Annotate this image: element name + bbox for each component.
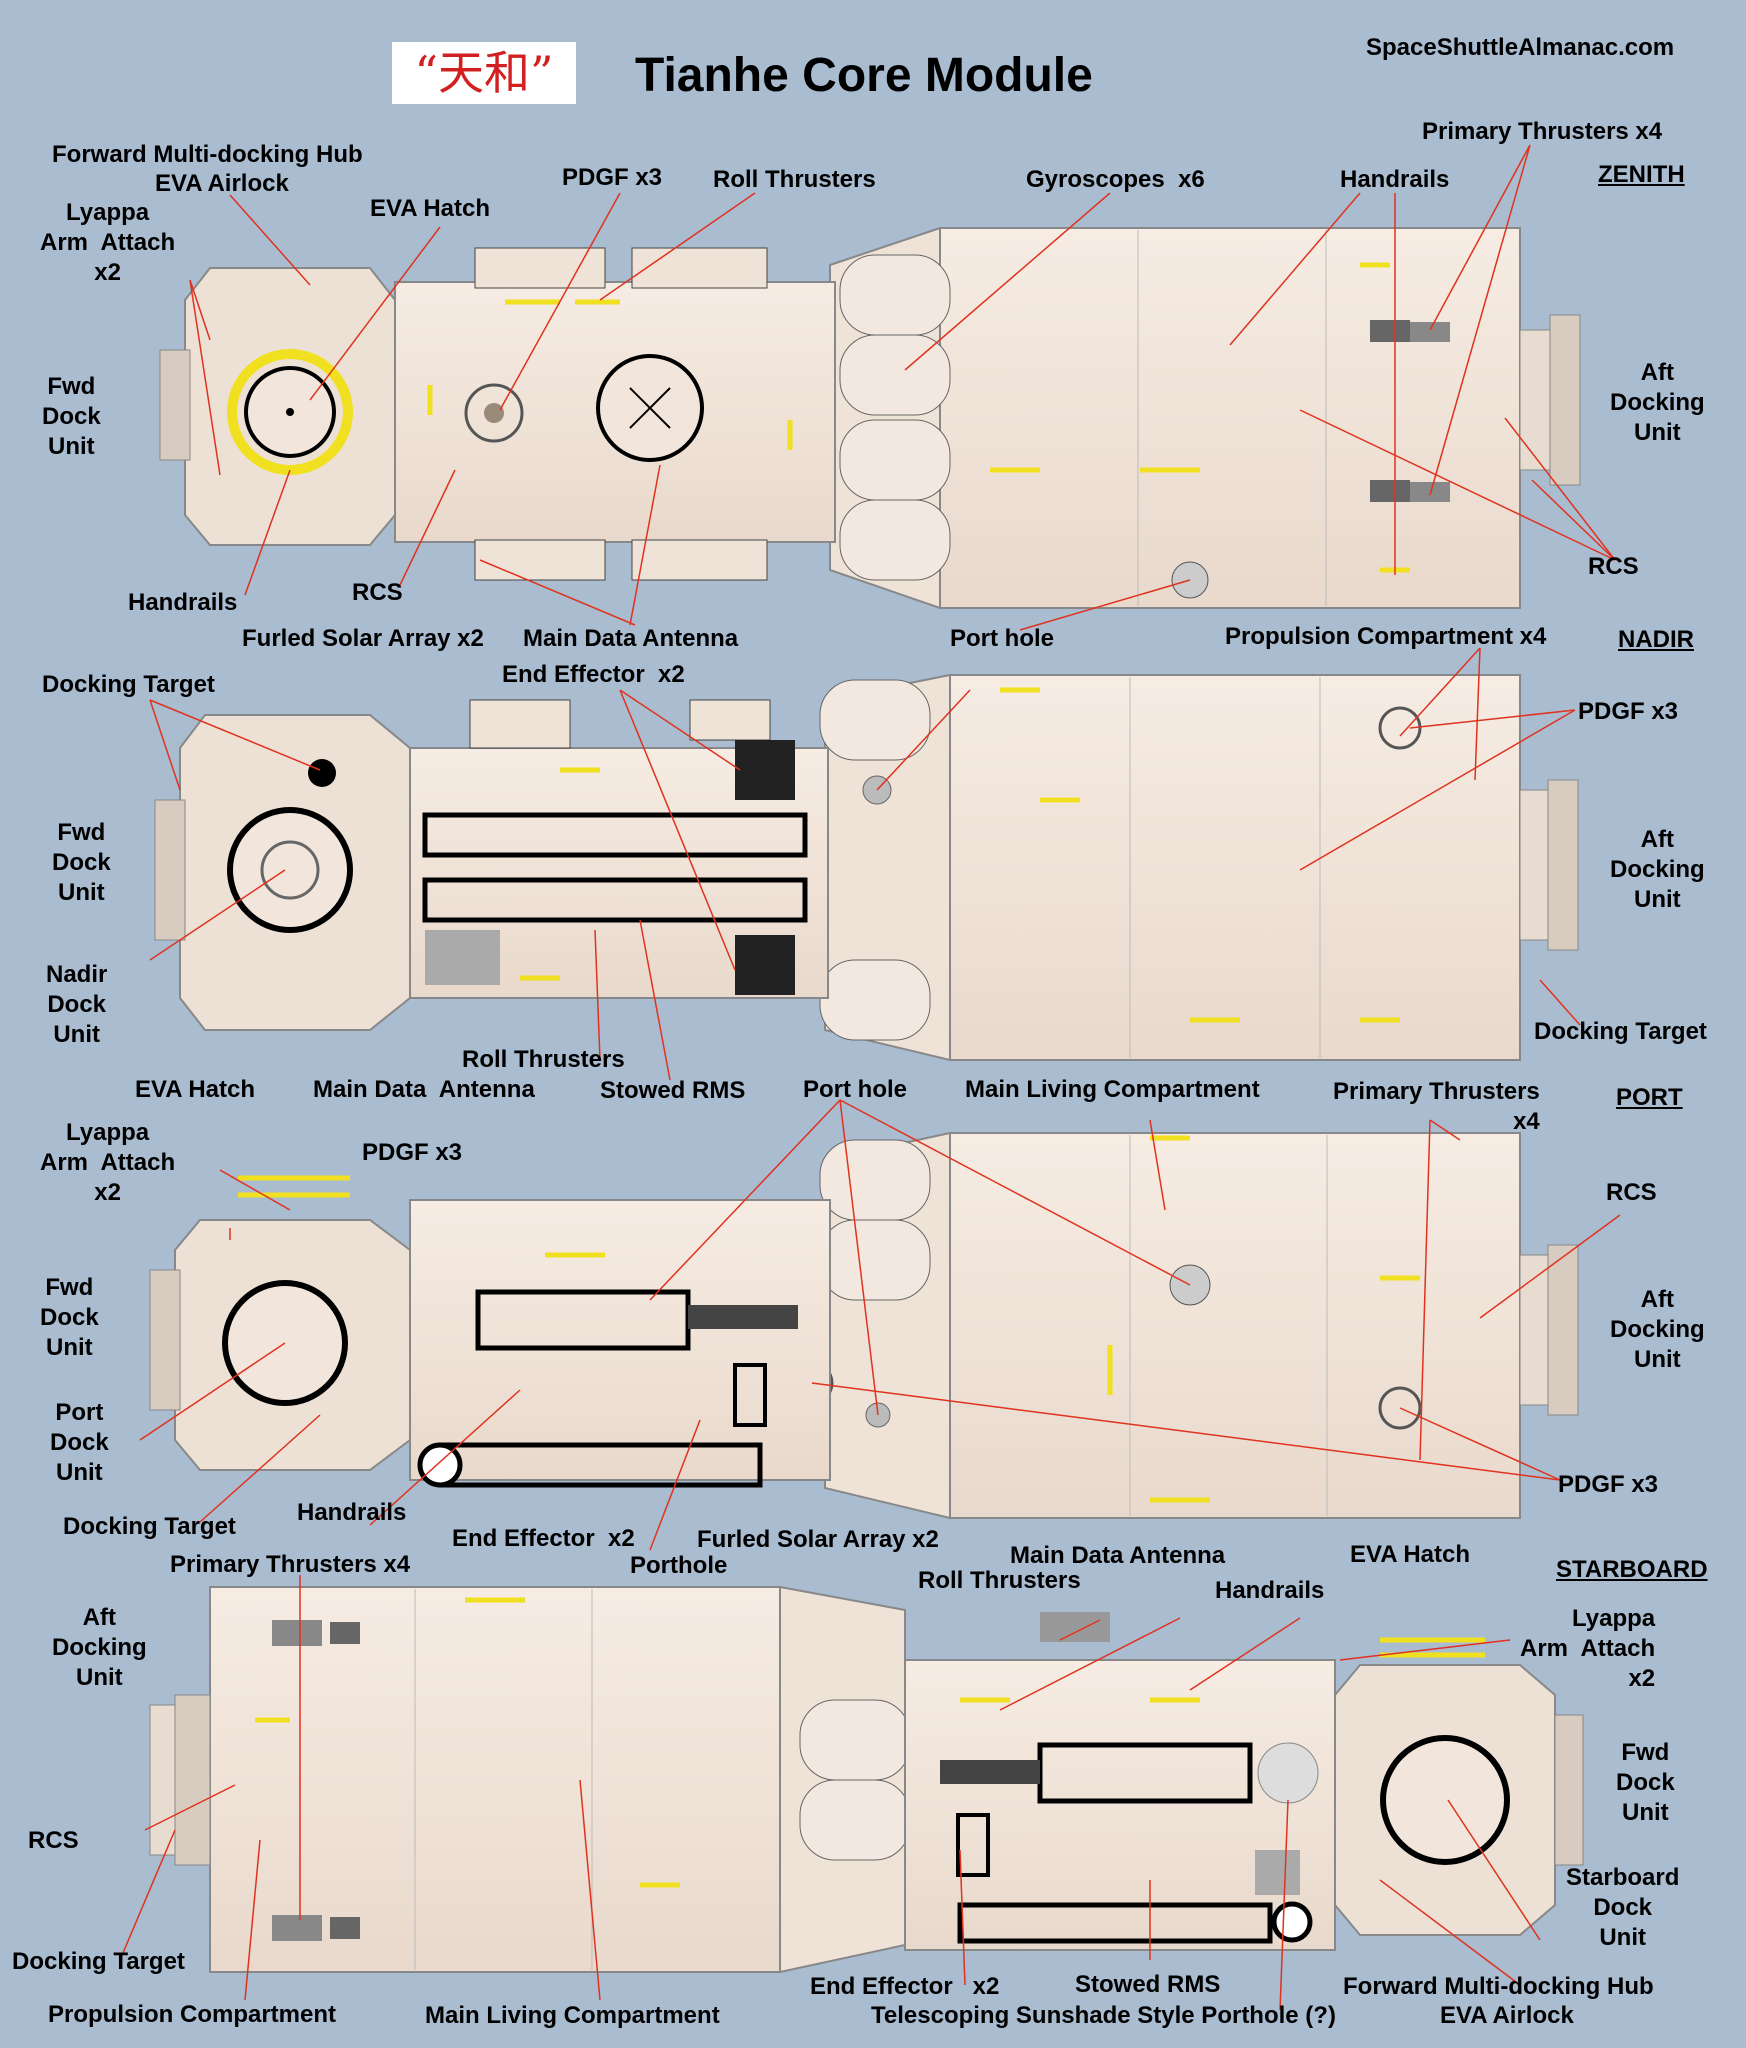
label-starboard-propulsion: Propulsion Compartment — [48, 2001, 337, 2028]
leader-lines — [119, 144, 1621, 2011]
label-nadir-main-data-antenna: Main Data Antenna — [313, 1076, 535, 1103]
label-nadir-docking-target-right: Docking Target — [1534, 1018, 1707, 1045]
label-zenith-gyroscopes: Gyroscopes x6 — [1026, 166, 1205, 193]
label-zenith-rcs-left: RCS — [352, 579, 403, 606]
label-port-lyappa: Lyappa Arm Attach x2 — [40, 1119, 176, 1206]
label-starboard-fwd-dock: Fwd Dock Unit — [1616, 1739, 1675, 1826]
label-zenith-port-hole: Port hole — [950, 625, 1055, 652]
label-port-fwd-dock: Fwd Dock Unit — [40, 1274, 99, 1361]
label-zenith-eva-hatch: EVA Hatch — [370, 195, 491, 222]
label-zenith-rcs-right: RCS — [1588, 553, 1639, 580]
label-nadir-roll-thrusters: Roll Thrusters — [462, 1046, 625, 1073]
label-zenith-aft-dock: Aft Docking Unit — [1610, 359, 1705, 446]
label-port-pdgf-top: PDGF x3 — [362, 1139, 463, 1166]
label-nadir-end-effector: End Effector x2 — [502, 661, 685, 688]
starboard-view — [149, 1585, 1584, 1974]
chinese-title: “天和” — [392, 42, 576, 104]
label-port-rcs: RCS — [1606, 1179, 1657, 1206]
label-starboard-starboard-dock: Starboard Dock Unit — [1566, 1864, 1680, 1951]
label-zenith-furled-solar: Furled Solar Array x2 — [242, 625, 484, 652]
nadir-view — [154, 673, 1579, 1062]
port-view — [149, 1131, 1579, 1520]
view-heading-nadir: NADIR — [1618, 626, 1694, 653]
view-heading-zenith: ZENITH — [1598, 161, 1685, 188]
diagram-title: Tianhe Core Module — [635, 49, 1093, 102]
label-starboard-rcs: RCS — [28, 1827, 79, 1854]
label-zenith-handrails-right: Handrails — [1340, 166, 1450, 193]
label-starboard-main-data-antenna: Main Data Antenna — [1010, 1542, 1226, 1569]
label-port-furled-solar: Furled Solar Array x2 — [697, 1526, 939, 1553]
label-zenith-fwd-dock: Fwd Dock Unit — [42, 373, 101, 460]
label-port-handrails: Handrails — [297, 1499, 407, 1526]
label-starboard-handrails: Handrails — [1215, 1577, 1325, 1604]
label-nadir-pdgf: PDGF x3 — [1578, 698, 1679, 725]
view-heading-starboard: STARBOARD — [1556, 1556, 1708, 1583]
label-starboard-main-living: Main Living Compartment — [425, 2002, 720, 2029]
label-nadir-aft-dock: Aft Docking Unit — [1610, 826, 1705, 913]
label-port-pdgf-right: PDGF x3 — [1558, 1471, 1659, 1498]
label-zenith-propulsion: Propulsion Compartment x4 — [1225, 623, 1547, 650]
label-nadir-docking-target-left: Docking Target — [42, 671, 215, 698]
label-nadir-eva-hatch: EVA Hatch — [135, 1076, 256, 1103]
label-starboard-docking-target: Docking Target — [12, 1948, 185, 1975]
label-starboard-forward-hub: Forward Multi-docking Hub — [1343, 1973, 1654, 2000]
label-starboard-eva-airlock: EVA Airlock — [1440, 2002, 1574, 2029]
label-nadir-fwd-dock: Fwd Dock Unit — [52, 819, 111, 906]
label-starboard-stowed-rms: Stowed RMS — [1075, 1971, 1221, 1998]
label-port-docking-target: Docking Target — [63, 1513, 236, 1540]
label-port-end-effector: End Effector x2 — [452, 1525, 635, 1552]
label-port-port-dock: Port Dock Unit — [50, 1399, 109, 1486]
label-zenith-handrails-left: Handrails — [128, 589, 238, 616]
label-starboard-sunshade: Telescoping Sunshade Style Porthole (?) — [871, 2002, 1336, 2029]
label-port-aft-dock: Aft Docking Unit — [1610, 1286, 1705, 1373]
label-zenith-primary-thrusters: Primary Thrusters x4 — [1422, 118, 1663, 145]
label-port-port-hole: Port hole — [803, 1076, 908, 1103]
label-zenith-main-data-antenna: Main Data Antenna — [523, 625, 739, 652]
label-starboard-primary-thrusters: Primary Thrusters x4 — [170, 1551, 411, 1578]
site-credit: SpaceShuttleAlmanac.com — [1366, 34, 1675, 61]
label-zenith-eva-airlock: EVA Airlock — [155, 170, 289, 197]
label-zenith-roll-thrusters: Roll Thrusters — [713, 166, 876, 193]
label-zenith-pdgf: PDGF x3 — [562, 164, 663, 191]
aft-large-section — [939, 227, 1521, 609]
label-starboard-lyappa: Lyappa Arm Attach x2 — [1520, 1605, 1656, 1692]
label-port-primary-thrusters: Primary Thrusters x4 — [1333, 1078, 1540, 1135]
label-port-porthole: Porthole — [630, 1552, 728, 1579]
label-zenith-lyappa: Lyappa Arm Attach x2 — [40, 199, 176, 286]
label-starboard-eva-hatch: EVA Hatch — [1350, 1541, 1471, 1568]
label-starboard-end-effector: End Effector x2 — [810, 1973, 1000, 2000]
label-nadir-stowed-rms: Stowed RMS — [600, 1077, 746, 1104]
view-heading-port: PORT — [1616, 1084, 1683, 1111]
label-nadir-nadir-dock: Nadir Dock Unit — [46, 961, 108, 1048]
label-starboard-roll-thrusters: Roll Thrusters — [918, 1567, 1081, 1594]
label-zenith-forward-hub: Forward Multi-docking Hub — [52, 141, 363, 168]
label-starboard-aft-dock: Aft Docking Unit — [52, 1604, 147, 1691]
label-port-main-living: Main Living Compartment — [965, 1076, 1260, 1103]
